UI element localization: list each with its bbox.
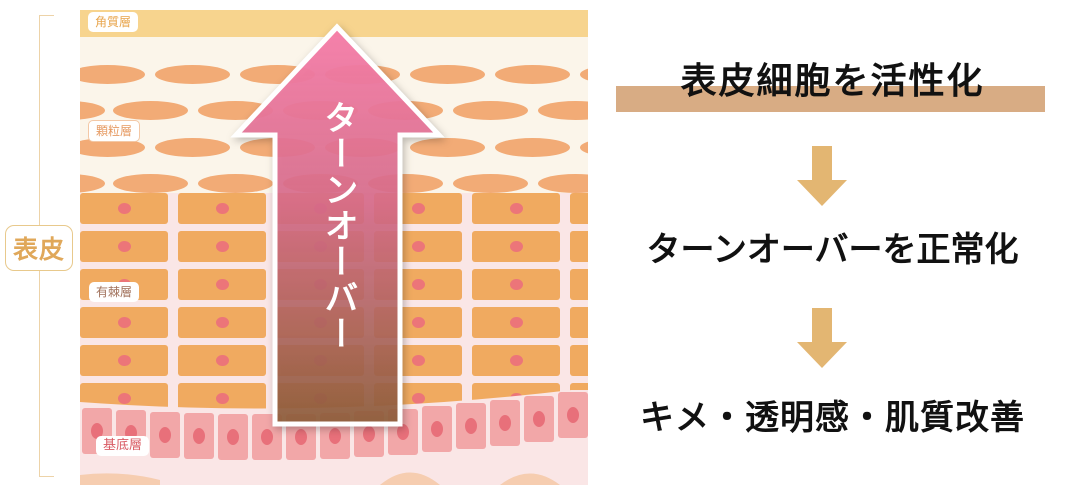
granular-layer-label: 顆粒層: [88, 120, 141, 142]
basal-layer-label: 基底層: [96, 436, 150, 456]
highlight-bar: [616, 86, 1045, 112]
skin-layer-diagram: 角質層 顆粒層 有棘層 基底層 ターンオーバー: [80, 10, 588, 485]
turnover-arrow: ターンオーバー: [230, 20, 445, 430]
spinous-layer-label: 有棘層: [89, 282, 140, 302]
corneum-layer-label: 角質層: [88, 12, 139, 32]
epidermis-label: 表皮: [5, 225, 73, 271]
benefit-flow: 表皮細胞を活性化 ターンオーバーを正常化 キメ・透明感・肌質改善: [600, 0, 1065, 485]
flow-step-2: ターンオーバーを正常化: [646, 230, 1019, 270]
up-arrow-icon: [230, 23, 445, 427]
down-arrow-icon: [797, 146, 847, 206]
flow-step-1: 表皮細胞を活性化: [680, 61, 985, 102]
down-arrow-icon: [797, 308, 847, 368]
turnover-arrow-label: ターンオーバー: [318, 100, 358, 352]
flow-step-3: キメ・透明感・肌質改善: [640, 398, 1025, 438]
